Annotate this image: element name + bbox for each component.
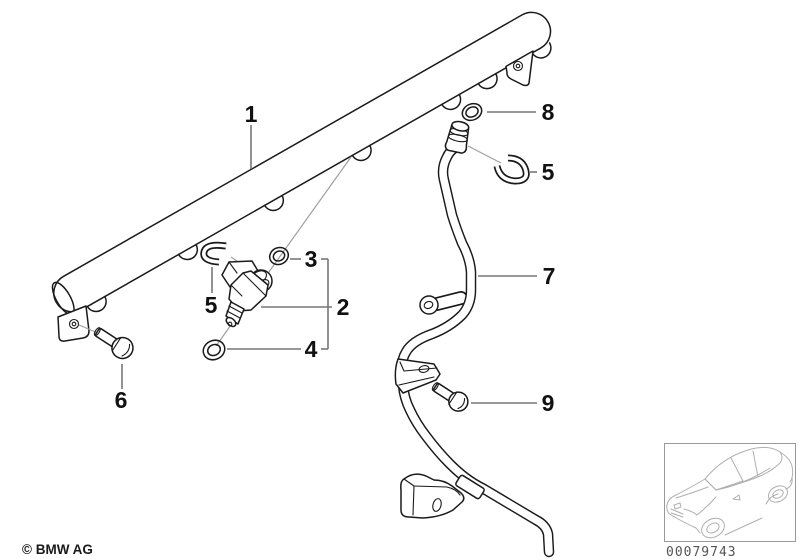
- callout-8-oring-pipe[interactable]: 8: [542, 99, 555, 125]
- clip-assembly-axis-right: [467, 145, 502, 164]
- o-ring-4: [202, 339, 226, 361]
- callout-1-rail[interactable]: 1: [245, 101, 258, 127]
- pipe-eyelet-arm: [419, 291, 468, 315]
- bolt-9: [431, 382, 469, 412]
- clip-5-left: [200, 241, 227, 266]
- rail-bracket-end: [57, 305, 90, 342]
- o-ring-3: [268, 246, 290, 266]
- callout-7-pipe[interactable]: 7: [543, 263, 556, 289]
- rail-bracket-upper: [505, 50, 534, 87]
- part-number-text: 00079743: [666, 545, 737, 559]
- car-thumbnail: [664, 443, 796, 542]
- pipe-bottom-bracket: [400, 473, 465, 519]
- fuel-rail: [51, 11, 552, 316]
- copyright-text: © BMW AG: [22, 542, 93, 557]
- callout-2-injector[interactable]: 2: [337, 294, 350, 320]
- callout-6-bolt-rail[interactable]: 6: [115, 387, 128, 413]
- clip-5-right: [493, 154, 530, 185]
- pipe-sleeve: [455, 474, 485, 500]
- callout-5-clip-left[interactable]: 5: [205, 292, 218, 318]
- car-sketch: [666, 446, 794, 539]
- pipe-top-fitting: [444, 120, 470, 154]
- o-ring-8: [461, 102, 483, 122]
- leader-lines: [121, 111, 537, 404]
- bolt-6: [93, 327, 134, 360]
- pipe-clamp-bracket: [394, 358, 441, 394]
- callout-4-oring-bottom[interactable]: 4: [305, 336, 318, 362]
- fuel-injector: [221, 260, 273, 328]
- callout-5-clip-right[interactable]: 5: [542, 159, 555, 185]
- callout-3-oring-top[interactable]: 3: [305, 246, 318, 272]
- callout-9-bolt-pipe[interactable]: 9: [542, 390, 555, 416]
